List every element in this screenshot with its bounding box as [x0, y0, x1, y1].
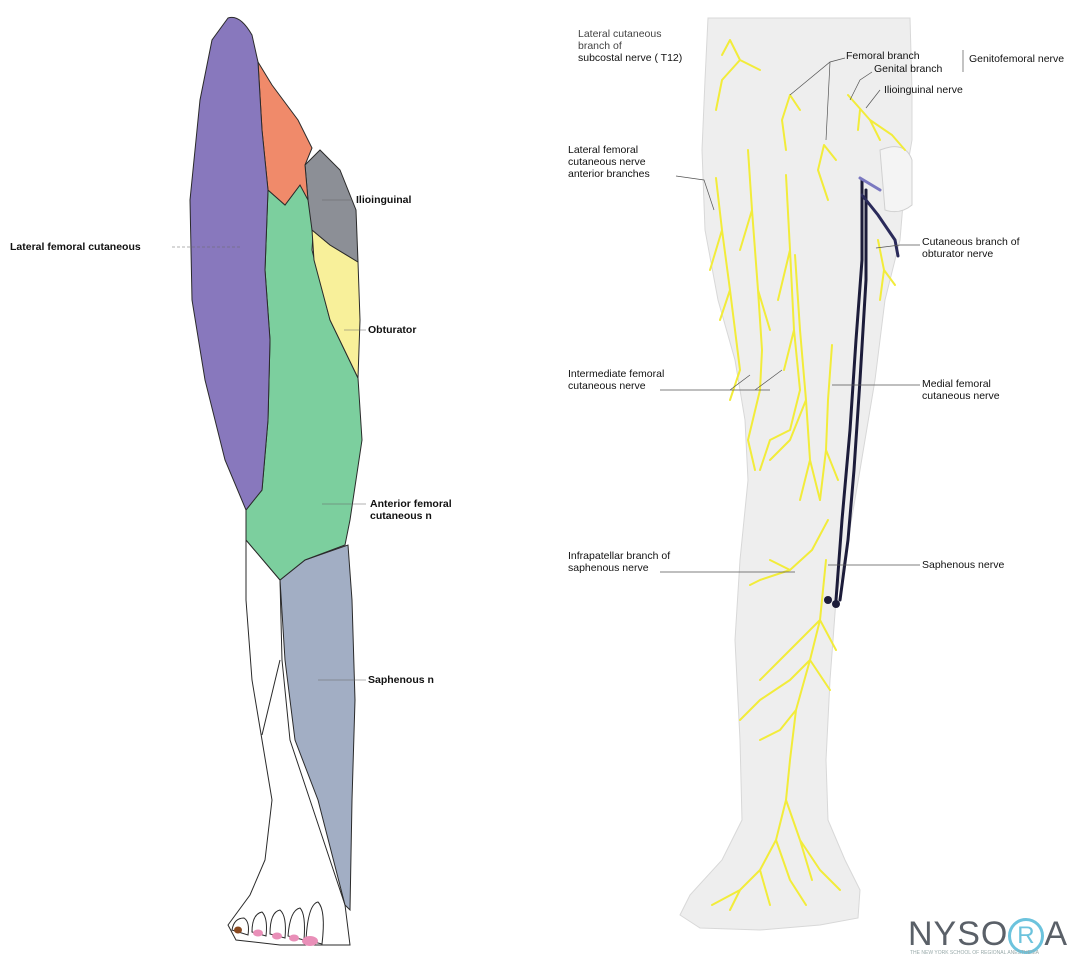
label-cut-obt-2: obturator nerve [922, 248, 993, 260]
label-ilioinguinal-nerve: Ilioinguinal nerve [884, 84, 963, 96]
label-anterior-femoral-2: cutaneous n [370, 510, 432, 522]
right-leg-nerve-map [680, 18, 912, 930]
left-leg-dermatome-map [190, 17, 362, 946]
label-infrapat-1: Infrapatellar branch of [568, 550, 670, 562]
label-genital-branch: Genital branch [874, 63, 942, 75]
logo-text-post: A [1044, 915, 1068, 953]
label-lfcn-1: Lateral femoral [568, 144, 638, 156]
label-med-fem-2: cutaneous nerve [922, 390, 1000, 402]
label-subcostal-2: branch of [578, 40, 622, 52]
toenail-4 [289, 935, 299, 942]
label-subcostal-1: Lateral cutaneous [578, 28, 661, 40]
label-genitofemoral: Genitofemoral nerve [969, 53, 1064, 65]
label-saphenous: Saphenous n [368, 674, 434, 686]
label-int-fem-1: Intermediate femoral [568, 368, 664, 380]
saphenous-nerve-end-2 [832, 600, 840, 608]
logo-circle-letter: R [1008, 918, 1044, 954]
label-cut-obt-1: Cutaneous branch of [922, 236, 1019, 248]
label-obturator: Obturator [368, 324, 416, 336]
toenail-small [234, 927, 242, 934]
label-ilioinguinal: Ilioinguinal [356, 194, 411, 206]
label-subcostal-3: subcostal nerve ( T12) [578, 52, 682, 64]
lateral-femoral-region [190, 17, 270, 510]
toenail-3 [272, 933, 282, 940]
label-lfcn-3: anterior branches [568, 168, 650, 180]
label-lateral-femoral: Lateral femoral cutaneous [10, 241, 141, 253]
label-infrapat-2: saphenous nerve [568, 562, 649, 574]
label-med-fem-1: Medial femoral [922, 378, 991, 390]
logo-subtitle: THE NEW YORK SCHOOL OF REGIONAL ANESTHES… [910, 950, 1039, 956]
label-saphenous-nerve: Saphenous nerve [922, 559, 1004, 571]
label-int-fem-2: cutaneous nerve [568, 380, 646, 392]
leg-skin [680, 18, 912, 930]
logo-text-pre: NYSO [908, 915, 1008, 953]
toenail-big [302, 936, 318, 946]
label-anterior-femoral-1: Anterior femoral [370, 498, 452, 510]
toenail-2 [253, 930, 263, 937]
saphenous-nerve-end-1 [824, 596, 832, 604]
genital-bulge [880, 147, 912, 212]
label-lfcn-2: cutaneous nerve [568, 156, 646, 168]
label-femoral-branch: Femoral branch [846, 50, 920, 62]
